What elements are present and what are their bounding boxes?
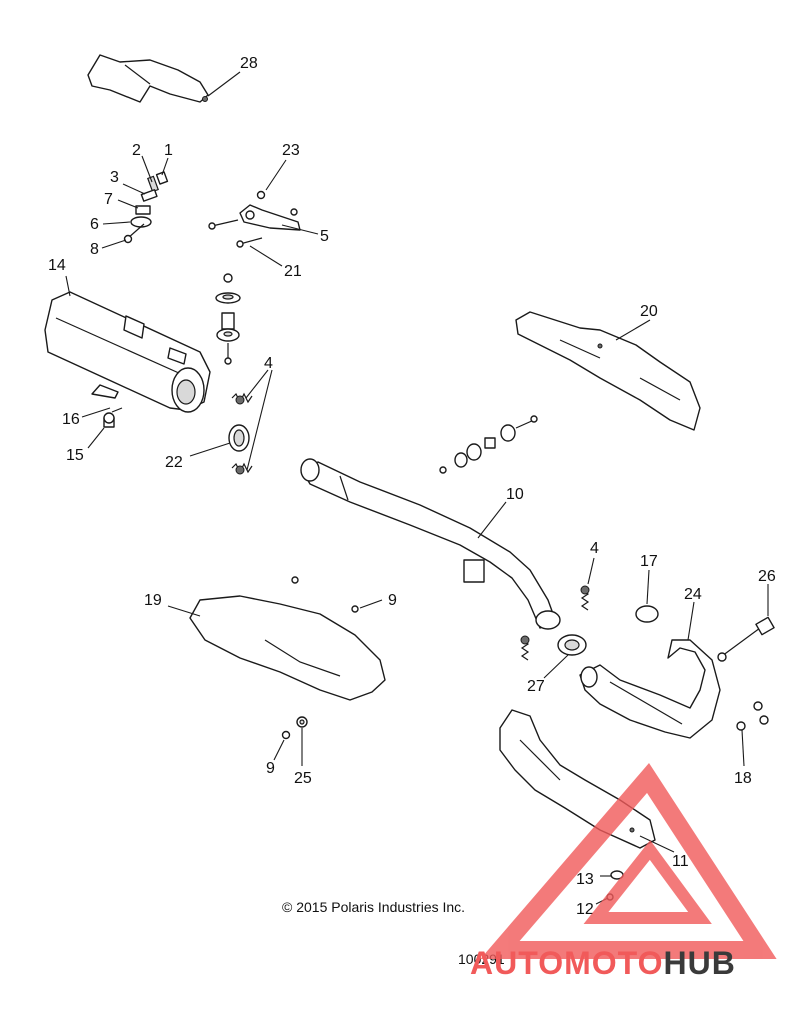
- watermark-brand: AUTOMOTOHUB: [470, 945, 736, 981]
- watermark-brand-part2: HUB: [663, 945, 735, 981]
- callout-8: 8: [90, 241, 99, 258]
- callout-12: 12: [576, 901, 594, 918]
- callout-4-left: 4: [264, 355, 273, 372]
- mid-mount-stack: [439, 415, 538, 474]
- callout-10: 10: [506, 486, 524, 503]
- part-18-bolts: [736, 701, 769, 731]
- callout-16: 16: [62, 411, 80, 428]
- callout-14: 14: [48, 257, 66, 274]
- callout-20: 20: [640, 303, 658, 320]
- callout-6: 6: [90, 216, 99, 233]
- callout-22: 22: [165, 454, 183, 471]
- callout-labels: 1 2 3 7 6 8 28 23 5 21 14 4 16 15 22 20 …: [48, 55, 776, 918]
- part-24-head-pipe: [579, 639, 721, 739]
- callout-24: 24: [684, 586, 702, 603]
- callout-2: 2: [132, 142, 141, 159]
- part-10-pipe: [300, 458, 561, 630]
- watermark-triangle-outer: [480, 763, 777, 959]
- callout-1: 1: [164, 142, 173, 159]
- callout-13: 13: [576, 871, 594, 888]
- callout-18: 18: [734, 770, 752, 787]
- callout-21: 21: [284, 263, 302, 280]
- part-26-sensor: [717, 616, 775, 662]
- part-19-heat-shield: [189, 576, 386, 701]
- part-17-ring: [635, 605, 659, 623]
- part-11-heat-shield: [499, 709, 656, 849]
- part-28-heat-shield: [87, 54, 209, 103]
- callout-11: 11: [672, 853, 689, 870]
- spring-4-lower: [231, 462, 253, 475]
- callout-28: 28: [240, 55, 258, 72]
- leader-lines: [65, 71, 769, 905]
- callout-25: 25: [294, 770, 312, 787]
- callout-27: 27: [527, 678, 545, 695]
- part-14-muffler: [44, 291, 211, 413]
- watermark-logo: [480, 763, 777, 959]
- copyright-text: © 2015 Polaris Industries Inc.: [282, 899, 465, 915]
- spring-4-center: [520, 635, 530, 661]
- part-27-gasket: [557, 634, 587, 656]
- mount-stack: [215, 273, 241, 365]
- part-9-bolt-lower: [281, 730, 291, 740]
- callout-9-upper: 9: [388, 592, 397, 609]
- watermark-triangle-inner: [583, 840, 712, 924]
- parts-15-16: [103, 407, 123, 428]
- spring-4-upper: [231, 392, 253, 405]
- watermark-brand-part1: AUTOMOTO: [470, 945, 663, 981]
- callout-3: 3: [110, 169, 119, 186]
- part-25-washer: [296, 716, 308, 728]
- bracket-5-assembly: [208, 190, 301, 248]
- hardware-stack-1-8: [123, 171, 169, 244]
- part-20-heat-shield: [515, 311, 701, 431]
- callout-5: 5: [320, 228, 329, 245]
- spring-4-right: [580, 585, 590, 611]
- part-22-gasket: [228, 424, 250, 452]
- callout-17: 17: [640, 553, 658, 570]
- callout-23: 23: [282, 142, 300, 159]
- callout-19: 19: [144, 592, 162, 609]
- callout-7: 7: [104, 191, 113, 208]
- callout-9-lower: 9: [266, 760, 275, 777]
- callout-4-right: 4: [590, 540, 599, 557]
- callout-26: 26: [758, 568, 776, 585]
- callout-15: 15: [66, 447, 84, 464]
